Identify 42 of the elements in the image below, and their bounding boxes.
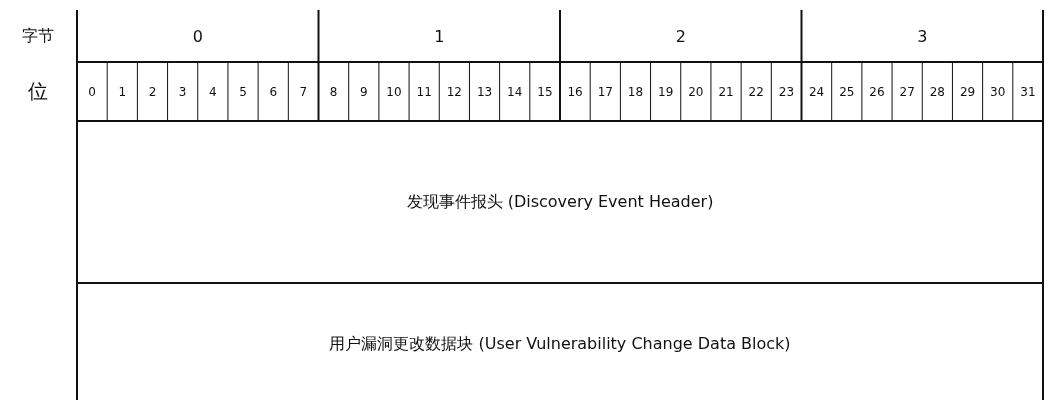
bit-number: 25 bbox=[839, 84, 855, 99]
row-label: 位 bbox=[27, 78, 48, 105]
bit-number: 23 bbox=[778, 84, 795, 99]
bit-number: 3 bbox=[178, 84, 187, 99]
bit-number: 18 bbox=[627, 84, 644, 99]
field-box bbox=[76, 282, 1044, 400]
bit-number: 14 bbox=[507, 84, 523, 99]
bit-number: 4 bbox=[209, 84, 217, 99]
bit-number: 31 bbox=[1020, 84, 1036, 99]
bit-number: 10 bbox=[386, 84, 402, 99]
bit-number: 11 bbox=[416, 84, 432, 99]
bit-number: 28 bbox=[929, 84, 945, 99]
bit-number: 6 bbox=[269, 84, 278, 99]
bit-number: 19 bbox=[658, 84, 674, 99]
bit-number: 7 bbox=[299, 84, 308, 99]
bit-number: 16 bbox=[567, 84, 583, 99]
byte-number: 3 bbox=[917, 26, 928, 46]
bit-number: 20 bbox=[688, 84, 704, 99]
row-label: 字节 bbox=[21, 25, 54, 47]
bit-number: 9 bbox=[359, 84, 368, 99]
bit-number: 26 bbox=[869, 84, 885, 99]
bit-number: 13 bbox=[476, 84, 493, 99]
byte-number: 1 bbox=[434, 26, 445, 46]
bit-number: 2 bbox=[148, 84, 157, 99]
bit-number: 21 bbox=[718, 84, 734, 99]
bit-number: 1 bbox=[118, 84, 127, 99]
bit-number: 22 bbox=[748, 84, 764, 99]
field-name: 发现事件报头 (Discovery Event Header) bbox=[406, 192, 714, 213]
bit-number: 24 bbox=[808, 84, 825, 99]
bit-number: 5 bbox=[239, 84, 247, 99]
byte-number: 2 bbox=[675, 26, 686, 46]
bit-number: 27 bbox=[899, 84, 915, 99]
bit-number: 29 bbox=[959, 84, 976, 99]
bit-number: 12 bbox=[446, 84, 462, 99]
byte-number: 0 bbox=[192, 26, 203, 46]
bit-number: 15 bbox=[537, 84, 553, 99]
bit-number: 0 bbox=[88, 84, 96, 99]
bit-number: 17 bbox=[597, 84, 613, 99]
bit-number: 8 bbox=[329, 84, 338, 99]
field-name: 用户漏洞更改数据块 (User Vulnerability Change Data Block) bbox=[329, 333, 791, 355]
field-box bbox=[76, 120, 1044, 283]
bit-number: 30 bbox=[990, 84, 1006, 99]
